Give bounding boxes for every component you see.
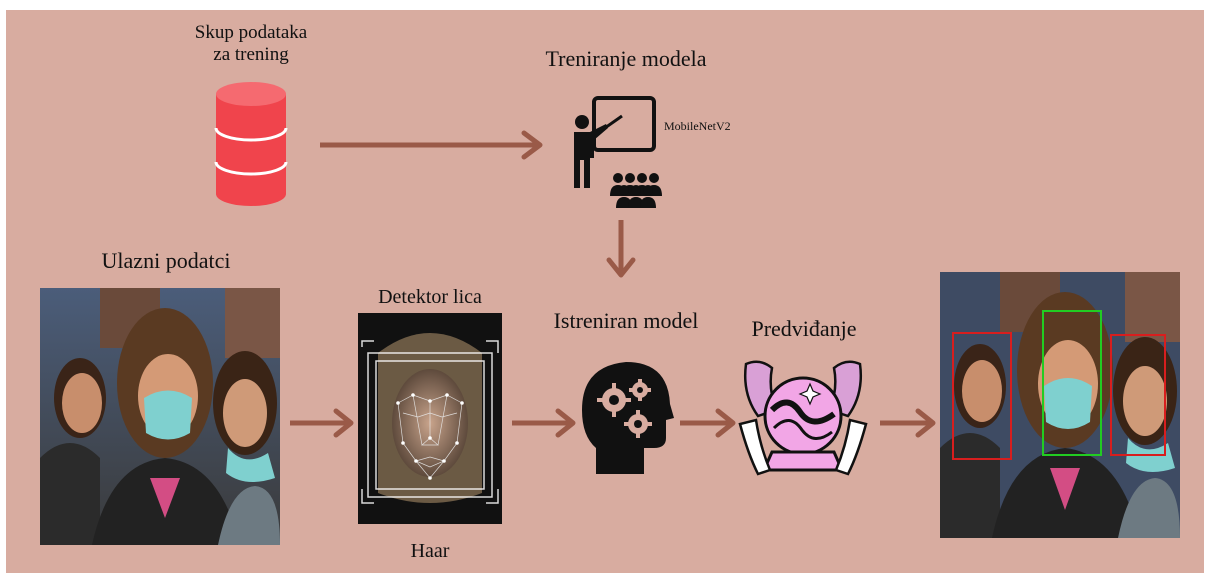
arrow-input-to-detector [290, 408, 354, 438]
arrow-training-to-trained [606, 220, 636, 278]
head-gears-icon [582, 362, 674, 474]
crystal-ball-icon [738, 360, 868, 476]
detection-box-mask-center [1042, 310, 1102, 456]
arrow-prediction-to-output [880, 408, 936, 438]
training-title: Treniranje modela [545, 46, 707, 71]
prediction-title: Predviđanje [751, 316, 857, 341]
detection-box-no-mask-left [952, 332, 1012, 460]
detector-face-image [358, 313, 502, 524]
database-icon [214, 82, 288, 206]
input-photo [40, 288, 280, 545]
arrow-detector-to-trained [512, 408, 576, 438]
detector-method: Haar [410, 540, 450, 562]
output-photo [940, 272, 1180, 538]
detection-box-no-mask-right [1110, 334, 1166, 456]
trained-model-title: Istreniran model [553, 308, 699, 333]
input-title: Ulazni podatci [101, 248, 231, 273]
teacher-presentation-icon [574, 96, 662, 208]
dataset-title: Skup podataka za trening [156, 22, 346, 66]
model-name: MobileNetV2 [664, 119, 731, 133]
detector-title: Detektor lica [378, 286, 482, 308]
diagram-canvas: Skup podataka za trening Treniranje mode… [6, 10, 1204, 573]
arrow-dataset-to-training [320, 130, 543, 160]
dataset-title-line1: Skup podataka [194, 22, 308, 43]
arrow-trained-to-prediction [680, 408, 736, 438]
dataset-title-line2: za trening [213, 43, 289, 65]
